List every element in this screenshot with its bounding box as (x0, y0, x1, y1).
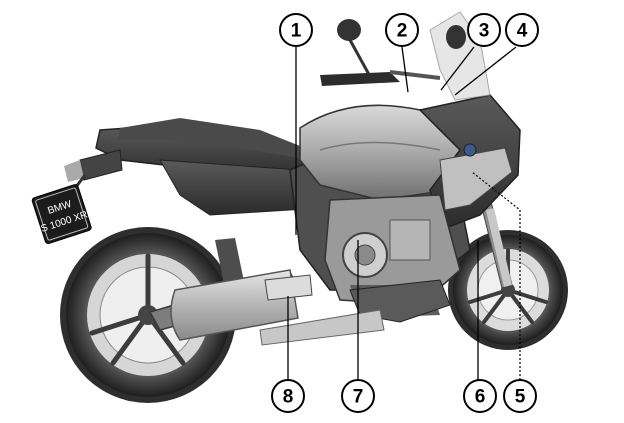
callout-5: 5 (503, 379, 537, 413)
callout-8: 8 (271, 379, 305, 413)
callout-4-label: 4 (517, 21, 528, 42)
callout-8-label: 8 (283, 387, 294, 408)
license-plate: BMW S 1000 XR (31, 184, 92, 245)
callout-2: 2 (385, 13, 419, 47)
leader-5 (471, 171, 521, 380)
callout-5-label: 5 (515, 387, 526, 408)
callout-7-label: 7 (353, 387, 364, 408)
callout-7: 7 (341, 379, 375, 413)
leader-2 (401, 46, 409, 93)
callout-6-label: 6 (475, 387, 486, 408)
callout-3-label: 3 (479, 21, 490, 42)
callout-2-label: 2 (397, 21, 408, 42)
callout-6: 6 (463, 379, 497, 413)
leader-3 (440, 46, 475, 91)
callout-3: 3 (467, 13, 501, 47)
leader-lines (287, 46, 521, 380)
callout-1-label: 1 (291, 21, 302, 42)
callout-4: 4 (505, 13, 539, 47)
motorcycle-illustration: BMW S 1000 XR (31, 11, 568, 403)
leader-4 (454, 46, 517, 96)
callout-1: 1 (279, 13, 313, 47)
